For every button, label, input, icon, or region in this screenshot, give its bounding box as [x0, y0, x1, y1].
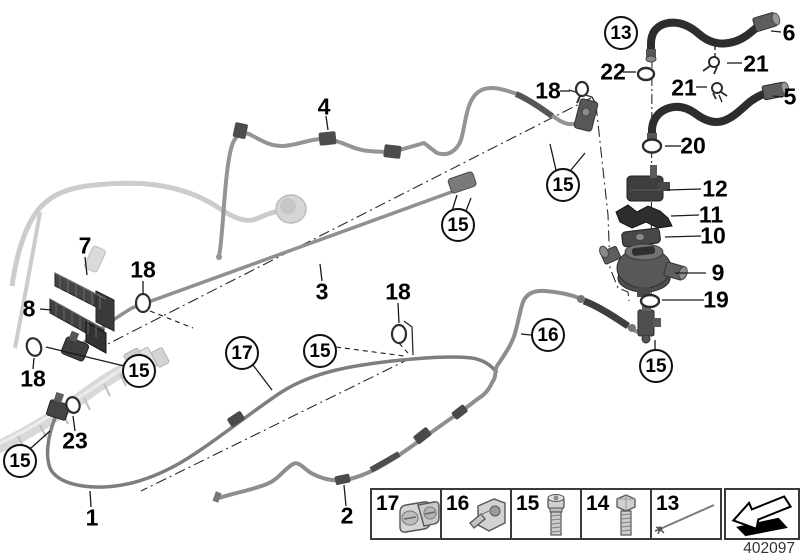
callout-21-right[interactable]: 21 [743, 50, 769, 77]
callout-circled-13[interactable]: 13 [604, 16, 638, 50]
callout-1[interactable]: 1 [85, 504, 99, 531]
callout-circled-15-f[interactable]: 15 [639, 349, 673, 383]
callout-circled-15-e[interactable]: 15 [3, 444, 37, 478]
o-ring-18-left-drawing [25, 337, 43, 357]
callout-11[interactable]: 11 [698, 201, 724, 228]
fastener-legend: 17 16 15 [370, 488, 722, 540]
o-ring-19-drawing [639, 293, 661, 309]
leader-lines [30, 30, 784, 508]
sensor-12-drawing [626, 165, 670, 202]
o-ring-20-drawing [641, 138, 663, 154]
direction-arrow-icon [731, 495, 793, 537]
clip-21-left-drawing [711, 82, 728, 100]
callout-18-left[interactable]: 18 [20, 365, 46, 392]
direction-arrow-box [724, 488, 800, 540]
legend-cell-14[interactable]: 14 [582, 490, 652, 538]
callout-circled-16[interactable]: 16 [531, 318, 565, 352]
callout-circled-15-b[interactable]: 15 [441, 208, 475, 242]
pipe-3-drawing [60, 171, 477, 362]
callout-circled-15-d[interactable]: 15 [303, 334, 337, 368]
hose-5-drawing [647, 81, 790, 145]
callout-circled-17[interactable]: 17 [225, 336, 259, 370]
callout-3[interactable]: 3 [315, 278, 329, 305]
pipe-2-drawing [212, 288, 661, 503]
callout-circled-15-a[interactable]: 15 [546, 168, 580, 202]
legend-cell-16[interactable]: 16 [442, 490, 512, 538]
faded-hose-drawing [9, 180, 307, 349]
legend-number: 17 [376, 492, 400, 515]
callout-18-top[interactable]: 18 [535, 77, 561, 104]
hose-6-drawing [645, 12, 781, 63]
o-ring-18-mid-drawing [134, 292, 152, 314]
o-ring-18-center-drawing [390, 323, 408, 345]
callout-21-left[interactable]: 21 [671, 74, 697, 101]
bracket-8-drawing [49, 298, 107, 354]
callout-2[interactable]: 2 [340, 502, 354, 529]
callout-6[interactable]: 6 [782, 19, 796, 46]
callout-9[interactable]: 9 [711, 259, 725, 286]
clip-18-top-drawing [574, 80, 590, 98]
callout-8[interactable]: 8 [22, 295, 36, 322]
bracket-11-drawing [615, 204, 673, 229]
callout-circled-15-c[interactable]: 15 [122, 354, 156, 388]
drawing-number: 402097 [743, 540, 795, 557]
callout-20[interactable]: 20 [680, 132, 706, 159]
callout-10[interactable]: 10 [700, 222, 726, 249]
o-ring-22-drawing [636, 66, 656, 82]
clip-21-right-drawing [702, 56, 720, 75]
callout-19[interactable]: 19 [703, 286, 729, 313]
pipe-4-drawing [216, 80, 599, 260]
callout-22[interactable]: 22 [600, 58, 626, 85]
callout-18-mid[interactable]: 18 [130, 256, 156, 283]
callout-12[interactable]: 12 [702, 175, 728, 202]
legend-number: 16 [446, 492, 470, 515]
valve-9-drawing [599, 243, 688, 297]
callout-7[interactable]: 7 [78, 232, 92, 259]
legend-cell-15[interactable]: 15 [512, 490, 582, 538]
legend-cell-17[interactable]: 17 [372, 490, 442, 538]
legend-number: 13 [656, 492, 680, 515]
callout-4[interactable]: 4 [317, 93, 331, 120]
socket-head-screw-icon [547, 494, 565, 536]
callout-5[interactable]: 5 [783, 83, 797, 110]
double-pipe-clamp-icon [399, 501, 440, 533]
pipe-clamp-icon [469, 498, 506, 532]
pipe-1-drawing [45, 355, 499, 489]
callout-18-center[interactable]: 18 [385, 278, 411, 305]
hex-bolt-icon [616, 494, 636, 536]
o-ring-23-drawing [65, 396, 81, 414]
legend-cell-13[interactable]: 13 [652, 490, 720, 538]
bracket-7-drawing [54, 272, 115, 332]
phantom-lines [99, 57, 653, 492]
callout-23[interactable]: 23 [62, 427, 88, 454]
locking-pin-icon [654, 504, 715, 535]
legend-number: 15 [516, 492, 540, 515]
legend-number: 14 [586, 492, 610, 515]
